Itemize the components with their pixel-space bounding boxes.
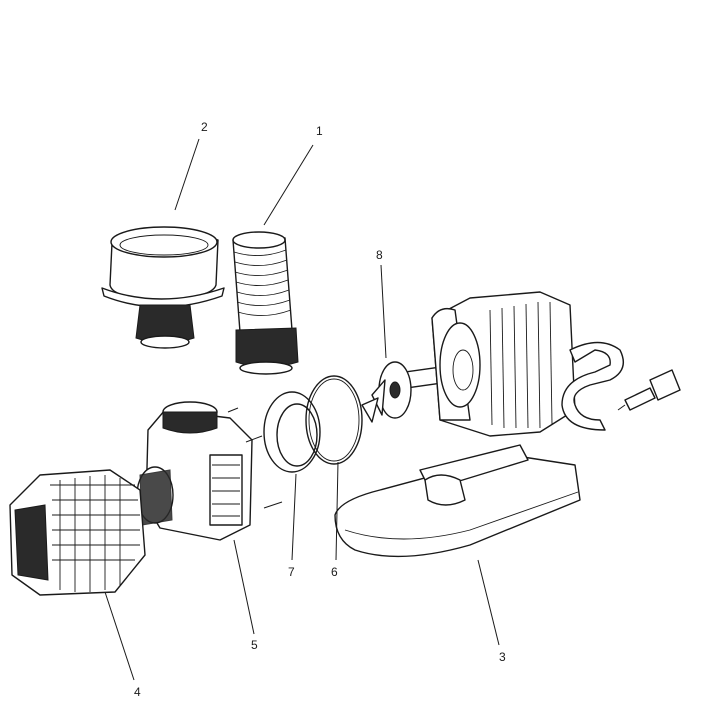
callout-leaders — [104, 138, 500, 681]
leader-6 — [335, 461, 339, 561]
callout-label-7: 7 — [288, 565, 295, 579]
callout-label-2: 2 — [201, 120, 208, 134]
part-6-o-ring — [305, 375, 363, 465]
part-8-impeller — [361, 361, 457, 423]
part-2-funnel-adapter — [101, 226, 225, 349]
callout-label-8: 8 — [376, 248, 383, 262]
leader-4 — [104, 591, 135, 681]
callout-label-6: 6 — [331, 565, 338, 579]
callout-label-4: 4 — [134, 685, 141, 699]
part-5-pump-housing — [136, 401, 283, 541]
leader-3 — [477, 559, 500, 646]
motor-unit — [431, 291, 681, 437]
callout-label-1: 1 — [316, 124, 323, 138]
callout-label-5: 5 — [251, 638, 258, 652]
callout-label-3: 3 — [499, 650, 506, 664]
part-1-ribbed-adapter — [232, 231, 299, 375]
part-7-bayonet-ring — [263, 391, 321, 473]
part-3-base-stand — [334, 444, 581, 558]
leader-7 — [291, 473, 297, 561]
leader-1 — [263, 144, 314, 226]
part-4-filter-cage — [9, 469, 146, 596]
leader-5 — [233, 539, 255, 635]
leader-8 — [380, 264, 387, 359]
leader-2 — [174, 138, 200, 211]
callout-labels: 2 1 8 7 6 5 3 4 — [134, 120, 506, 699]
